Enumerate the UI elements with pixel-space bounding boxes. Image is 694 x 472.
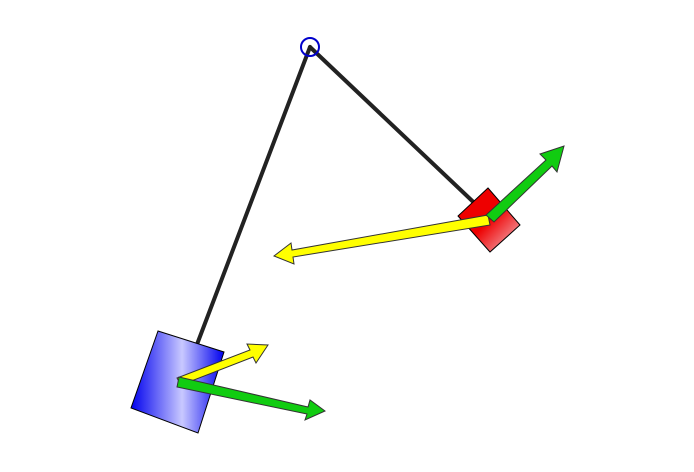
red-yellow-vector <box>272 214 491 265</box>
blue-green-vector <box>176 376 326 421</box>
rod-to-red-block <box>308 45 488 216</box>
rod-to-blue-block <box>194 45 312 349</box>
red-green-vector <box>485 145 565 223</box>
pivot-point[interactable] <box>300 37 320 57</box>
